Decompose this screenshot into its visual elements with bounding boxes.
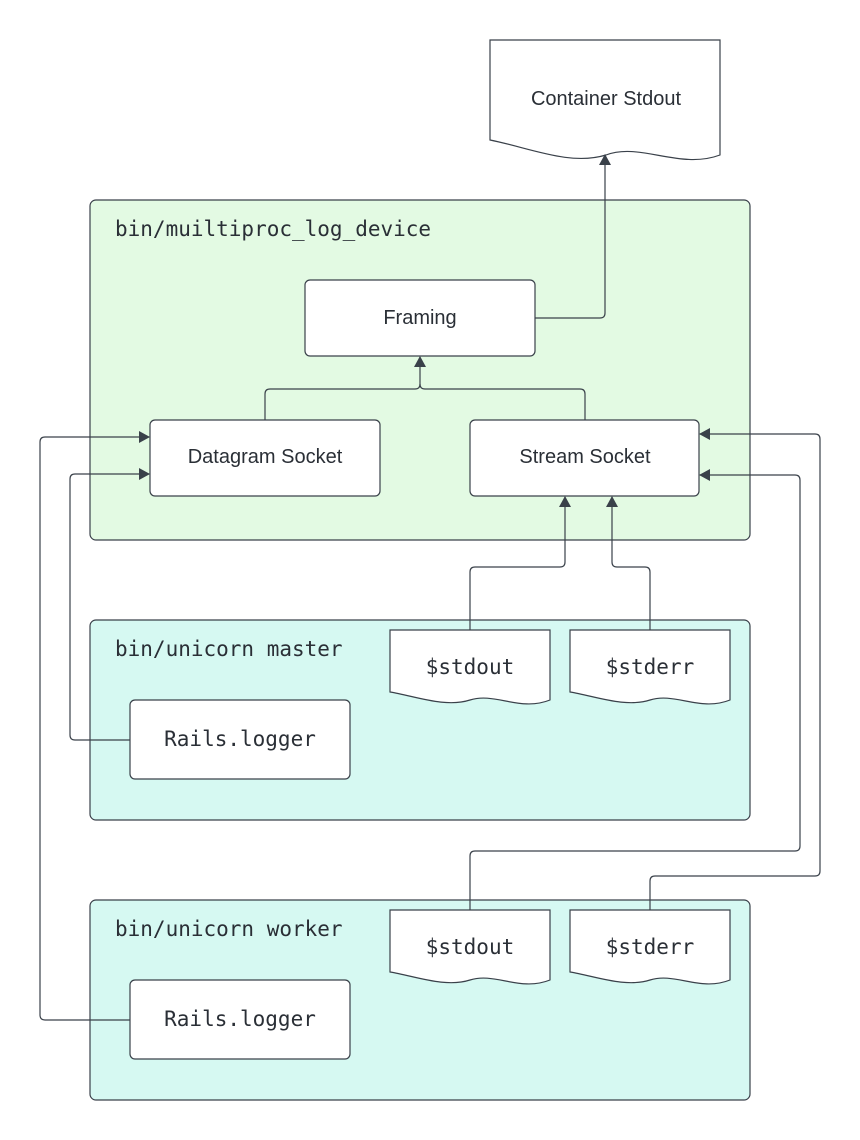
master-stderr-label: $stderr <box>606 655 695 679</box>
connector-master-stderr-to-stream <box>606 496 651 630</box>
unicorn-worker-title: bin/unicorn worker <box>115 917 343 941</box>
master-rails-logger-label: Rails.logger <box>164 727 316 751</box>
unicorn-master-title: bin/unicorn master <box>115 637 343 661</box>
master-stdout-document <box>389 629 551 705</box>
master-stderr-document <box>569 629 731 705</box>
master-stdout-label: $stdout <box>426 655 515 679</box>
connector-framing-to-stdout <box>535 154 611 319</box>
connector-master-stdout-to-stream <box>469 496 571 630</box>
worker-stdout-document <box>389 909 551 985</box>
stream-socket-label: Stream Socket <box>519 446 651 468</box>
worker-stdout-label: $stdout <box>426 935 515 959</box>
framing-label: Framing <box>383 307 456 329</box>
connector-worker-stderr-to-stream <box>649 428 821 910</box>
worker-stderr-label: $stderr <box>606 935 695 959</box>
connector-stream-to-framing <box>419 383 586 420</box>
datagram-socket-label: Datagram Socket <box>188 446 343 468</box>
log-device-title: bin/muiltiproc_log_device <box>115 217 431 241</box>
connector-worker-logger-to-datagram <box>39 431 150 1021</box>
worker-stderr-document <box>569 909 731 985</box>
container-stdout-label: Container Stdout <box>531 88 682 110</box>
worker-rails-logger-label: Rails.logger <box>164 1007 316 1031</box>
connector-worker-stdout-to-stream <box>469 469 801 910</box>
connector-master-logger-to-datagram <box>69 468 150 741</box>
